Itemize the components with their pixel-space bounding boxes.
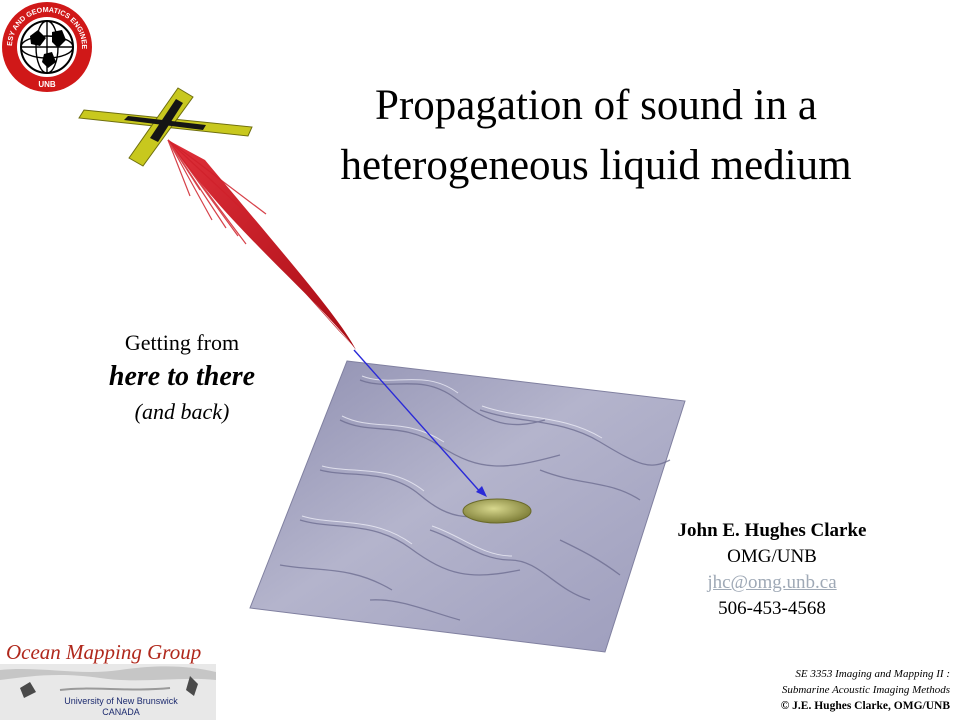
omg-line-1: University of New Brunswick — [64, 696, 178, 706]
ray-arrowhead — [476, 486, 487, 497]
author-email-link[interactable]: jhc@omg.unb.ca — [707, 572, 837, 593]
course-line-1: SE 3353 Imaging and Mapping II : — [795, 668, 950, 680]
omg-line-2: CANADA — [102, 707, 140, 717]
author-phone: 506-453-4568 — [718, 598, 826, 619]
course-footer: SE 3353 Imaging and Mapping II : Submari… — [690, 666, 950, 714]
title-line-2: heterogeneous liquid medium — [340, 142, 852, 189]
copyright-notice: © J.E. Hughes Clarke, OMG/UNB — [780, 700, 950, 712]
sonar-beam — [167, 139, 356, 350]
tagline: Getting from here to there (and back) — [82, 326, 282, 428]
omg-logo: Ocean Mapping Group University of New Br… — [0, 632, 216, 720]
unb-logo: GEODESY AND GEOMATICS ENGINEERING UNB — [0, 0, 92, 92]
author-org: OMG/UNB — [727, 546, 817, 567]
omg-subtitle: University of New Brunswick CANADA — [26, 696, 216, 718]
tagline-emphasis: here to there — [108, 361, 256, 392]
slide-title: Propagation of sound in a heterogeneous … — [296, 76, 896, 196]
omg-logo-artwork — [0, 664, 216, 720]
title-line-1: Propagation of sound in a — [375, 82, 817, 129]
course-line-2: Submarine Acoustic Imaging Methods — [781, 684, 950, 696]
unb-bottom-text: UNB — [38, 80, 56, 89]
tagline-line-3: (and back) — [134, 399, 230, 424]
beam-footprint — [462, 498, 532, 524]
tagline-line-1: Getting from — [124, 330, 240, 355]
ray-path — [353, 349, 483, 495]
omg-title: Ocean Mapping Group — [6, 640, 202, 664]
author-name: John E. Hughes Clarke — [677, 520, 867, 541]
transducer-array — [78, 87, 253, 167]
author-block: John E. Hughes Clarke OMG/UNB jhc@omg.un… — [654, 518, 890, 622]
